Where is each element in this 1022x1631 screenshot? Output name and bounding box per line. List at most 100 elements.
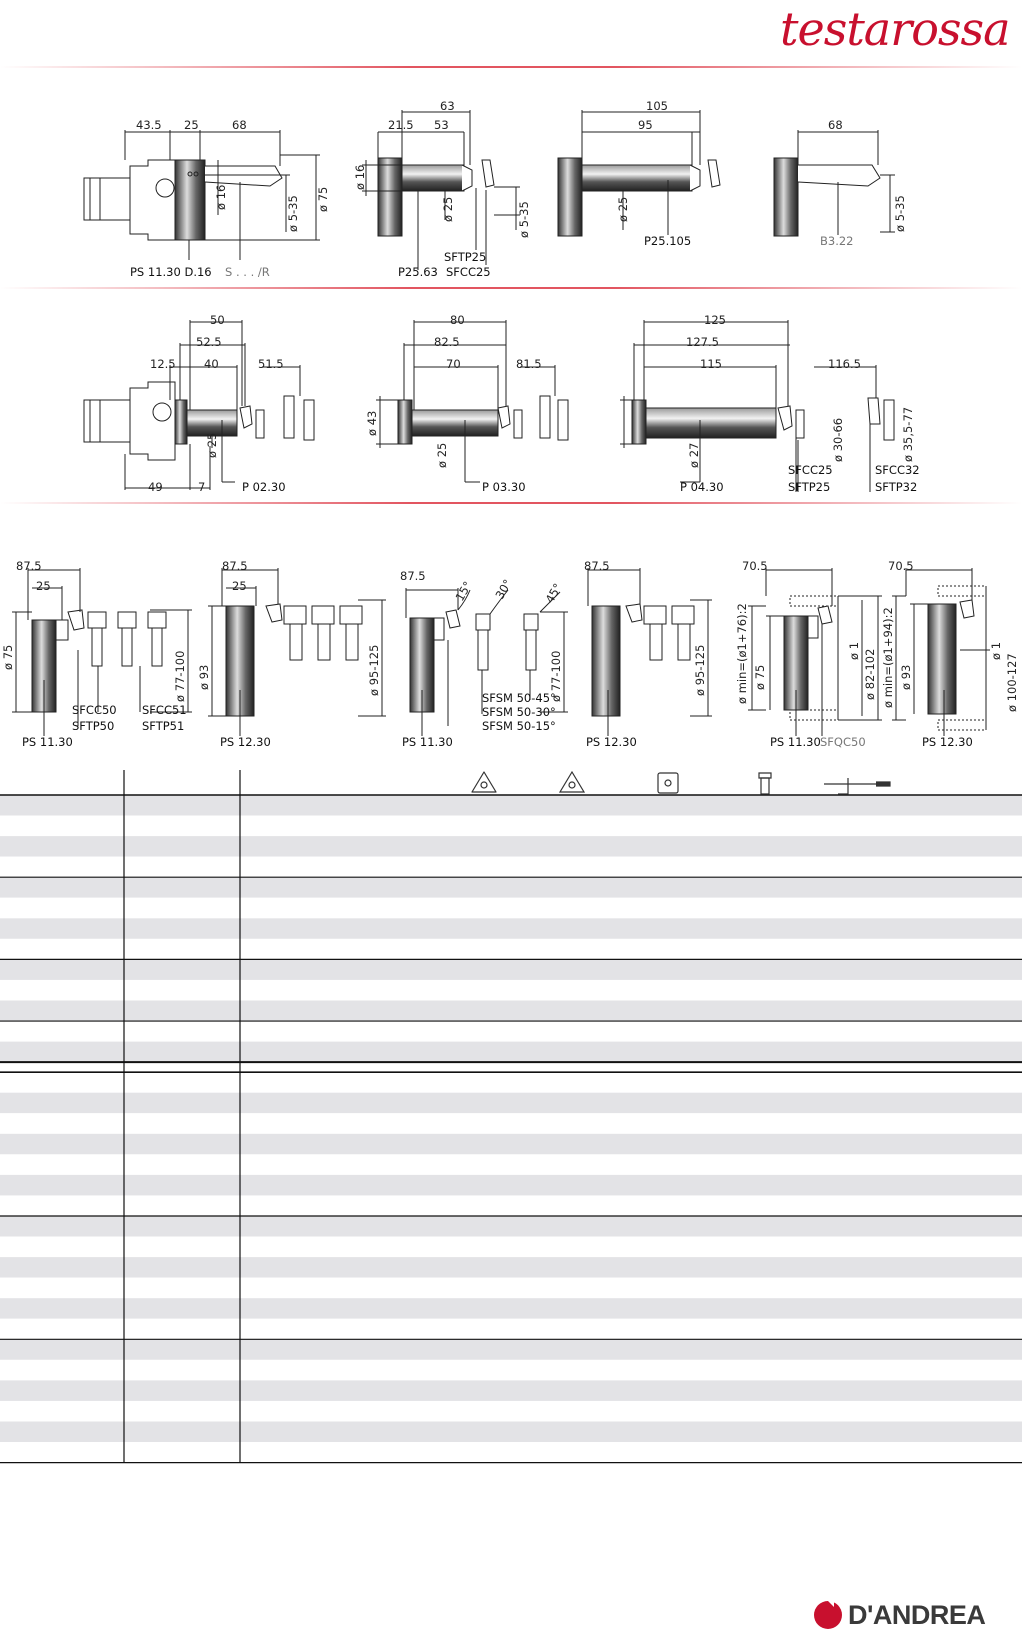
table-row xyxy=(0,877,1022,898)
dim-d100-127: ø 100-127 xyxy=(1005,653,1019,712)
drawing-b3-22 xyxy=(774,130,895,236)
dim-d16: ø 16 xyxy=(214,185,228,210)
dim-40: 40 xyxy=(204,357,219,371)
dim-d25-b: ø 25 xyxy=(616,197,630,222)
dim-d5-35-c: ø 5-35 xyxy=(893,195,907,232)
dim-87-5-b: 87.5 xyxy=(222,559,248,573)
label-sfcc25-b: SFCC25 xyxy=(788,463,833,477)
label-sftp50: SFTP50 xyxy=(72,719,114,733)
drawing-p25-63 xyxy=(362,110,520,270)
table-row xyxy=(0,1216,1022,1237)
label-ps12-30-r3f: PS 12.30 xyxy=(922,735,973,749)
dandrea-logo-icon xyxy=(814,1599,842,1629)
dim-dmin-94: ø min=(ø1+94):2 xyxy=(881,607,895,708)
dim-25: 25 xyxy=(184,118,199,132)
dim-d25-d: ø 25 xyxy=(435,443,449,468)
dim-25-b: 25 xyxy=(36,579,51,593)
label-p25-63: P25.63 xyxy=(398,265,438,279)
dim-49: 49 xyxy=(148,480,163,494)
dim-81-5: 81.5 xyxy=(516,357,542,371)
dim-d75-c: ø 75 xyxy=(753,665,767,690)
table-row xyxy=(0,1277,1022,1299)
dim-12-5: 12.5 xyxy=(150,357,176,371)
dim-d1-b: ø 1 xyxy=(989,642,1003,660)
drawing-ps11-30-sfcc50 xyxy=(12,568,192,736)
label-sfcc50: SFCC50 xyxy=(72,703,117,717)
dim-70: 70 xyxy=(446,357,461,371)
dim-51-5: 51.5 xyxy=(258,357,284,371)
technical-drawings: 43.5 25 68 ø 16 ø 5-35 ø 75 PS 11.30 D.1… xyxy=(1,99,1019,749)
dim-116-5: 116.5 xyxy=(828,357,861,371)
drawing-ps11-30-d16 xyxy=(84,130,320,260)
label-sftp51: SFTP51 xyxy=(142,719,184,733)
label-ps11-30-r3c: PS 11.30 xyxy=(402,735,453,749)
label-ps12-30-r3b: PS 12.30 xyxy=(220,735,271,749)
dim-115: 115 xyxy=(700,357,722,371)
divider xyxy=(0,287,1022,289)
table-row xyxy=(0,1041,1022,1063)
drawing-ps12-30-b xyxy=(588,568,712,736)
dim-7: 7 xyxy=(198,480,205,494)
triangle-insert-icon xyxy=(560,772,584,792)
label-sfsm-45: SFSM 50-45° xyxy=(482,691,556,705)
label-s-r: S . . . /R xyxy=(225,265,270,279)
table-row xyxy=(0,1339,1022,1360)
table-row xyxy=(0,815,1022,837)
table-row xyxy=(0,1021,1022,1042)
label-sfcc51: SFCC51 xyxy=(142,703,187,717)
dim-d93: ø 93 xyxy=(197,665,211,690)
label-ps12-30-r3d: PS 12.30 xyxy=(586,735,637,749)
label-p04-30: P 04.30 xyxy=(680,480,724,494)
label-p25-105: P25.105 xyxy=(644,234,691,248)
dim-d25-c: ø 25 xyxy=(205,433,219,458)
label-sfsm-15: SFSM 50-15° xyxy=(482,719,556,733)
label-p03-30: P 03.30 xyxy=(482,480,526,494)
drawing-ps11-30-sfsm xyxy=(406,588,568,736)
divider xyxy=(0,502,1022,504)
table-row xyxy=(0,959,1022,980)
dim-d43: ø 43 xyxy=(365,411,379,436)
dim-d16-b: ø 16 xyxy=(353,165,367,190)
dim-68-b: 68 xyxy=(828,118,843,132)
dim-68: 68 xyxy=(232,118,247,132)
dim-70-5-b: 70.5 xyxy=(888,559,914,573)
brand-logo: testarossa xyxy=(780,2,1011,56)
dim-82-5: 82.5 xyxy=(434,335,460,349)
dim-d30-66: ø 30-66 xyxy=(831,418,845,462)
drawing-ps12-30-c xyxy=(892,568,990,736)
angle-15: 15° xyxy=(452,579,474,604)
table-row xyxy=(0,1318,1022,1340)
label-b3-22: B3.22 xyxy=(820,234,854,248)
divider xyxy=(0,66,1022,68)
dim-50: 50 xyxy=(210,313,225,327)
drawing-p04-30 xyxy=(620,320,894,492)
label-sftp32: SFTP32 xyxy=(875,480,917,494)
table-grid xyxy=(0,770,1022,1463)
dim-87-5-d: 87.5 xyxy=(584,559,610,573)
table-row xyxy=(0,1072,1022,1093)
dim-d5-35-b: ø 5-35 xyxy=(517,201,531,238)
dim-63: 63 xyxy=(440,99,455,113)
dim-d35-5-77: ø 35,5-77 xyxy=(901,407,915,462)
table-row xyxy=(0,1154,1022,1175)
key-wrench-icon xyxy=(824,778,890,794)
drawing-p25-105 xyxy=(558,110,720,236)
dim-95: 95 xyxy=(638,118,653,132)
table-row xyxy=(0,1359,1022,1381)
dim-d5-35: ø 5-35 xyxy=(286,195,300,232)
dim-127-5: 127.5 xyxy=(686,335,719,349)
label-sfcc32: SFCC32 xyxy=(875,463,920,477)
label-ps11-30-d16: PS 11.30 D.16 xyxy=(130,265,212,279)
dim-d95-125-b: ø 95-125 xyxy=(693,645,707,696)
dim-105: 105 xyxy=(646,99,668,113)
label-sfcc25: SFCC25 xyxy=(446,265,491,279)
dim-d75-b: ø 75 xyxy=(1,645,15,670)
angle-45: 45° xyxy=(542,581,564,606)
label-sfsm-30: SFSM 50-30° xyxy=(482,705,556,719)
drawing-p02-30 xyxy=(84,320,314,490)
table-row xyxy=(0,897,1022,919)
table-row xyxy=(0,836,1022,857)
drawing-ps12-30 xyxy=(208,568,386,736)
table-row xyxy=(0,979,1022,1001)
dim-53: 53 xyxy=(434,118,449,132)
